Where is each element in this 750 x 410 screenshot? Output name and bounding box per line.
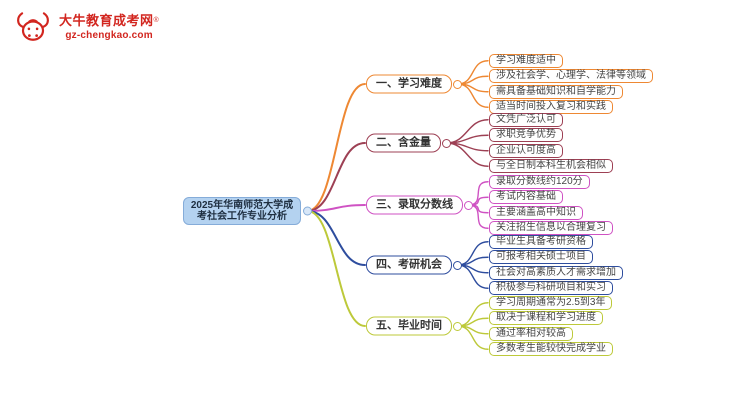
leaf-node-4-3: 社会对高素质人才需求增加 <box>489 265 623 280</box>
bull-logo-icon <box>17 12 49 41</box>
leaf-node-5-3: 通过率相对较高 <box>489 326 573 341</box>
leaf-node-1-3: 需具备基础知识和自学能力 <box>489 84 623 99</box>
branch-node-5: 五、毕业时间 <box>366 316 462 336</box>
leaf-node-1-2: 涉及社会学、心理学、法律等领域 <box>489 69 653 84</box>
leaf-node-2-3: 企业认可度高 <box>489 143 563 158</box>
site-logo: 大牛教育成考网® gz-chengkao.com <box>13 9 159 45</box>
leaf-node-2-2: 求职竞争优势 <box>489 128 563 143</box>
leaf-node-2-1: 文凭广泛认可 <box>489 112 563 127</box>
branch-node-1: 一、学习难度 <box>366 74 462 94</box>
leaf-node-5-2: 取决于课程和学习进度 <box>489 311 603 326</box>
branch-node-2: 二、含金量 <box>366 133 451 153</box>
leaf-node-3-1: 录取分数线约120分 <box>489 174 590 189</box>
leaf-node-1-1: 学习难度适中 <box>489 53 563 68</box>
leaf-node-3-2: 考试内容基础 <box>489 190 563 205</box>
leaf-node-3-4: 关注招生信息以合理复习 <box>489 221 613 236</box>
branch-collapse-toggle <box>442 138 451 148</box>
branch-node-3: 三、录取分数线 <box>366 195 473 215</box>
branch-collapse-toggle <box>453 260 462 270</box>
site-name: 大牛教育成考网® <box>59 12 160 28</box>
leaf-node-4-2: 可报考相关硕士项目 <box>489 250 593 265</box>
leaf-node-5-4: 多数考生能较快完成学业 <box>489 342 613 357</box>
central-topic-label: 2025年华南师范大学成考社会工作专业分析 <box>190 200 294 222</box>
branch-collapse-toggle <box>453 321 462 331</box>
leaf-node-4-1: 毕业生具备考研资格 <box>489 234 593 249</box>
central-topic: 2025年华南师范大学成考社会工作专业分析 <box>183 197 312 225</box>
branch-label: 一、学习难度 <box>376 77 442 90</box>
registered-trademark: ® <box>153 16 160 24</box>
branch-label: 三、录取分数线 <box>376 198 453 211</box>
leaf-node-5-1: 学习周期通常为2.5到3年 <box>489 295 613 310</box>
leaf-node-2-4: 与全日制本科生机会相似 <box>489 159 613 174</box>
branch-collapse-toggle <box>464 200 473 210</box>
leaf-node-4-4: 积极参与科研项目和实习 <box>489 281 613 296</box>
branch-label: 四、考研机会 <box>376 258 442 271</box>
leaf-node-3-3: 主要涵盖高中知识 <box>489 205 583 220</box>
branch-collapse-toggle <box>453 79 462 89</box>
branch-node-4: 四、考研机会 <box>366 255 462 275</box>
branch-label: 五、毕业时间 <box>376 319 442 332</box>
branch-label: 二、含金量 <box>376 136 431 149</box>
site-url: gz-chengkao.com <box>65 29 153 41</box>
central-node-handle <box>303 206 312 216</box>
